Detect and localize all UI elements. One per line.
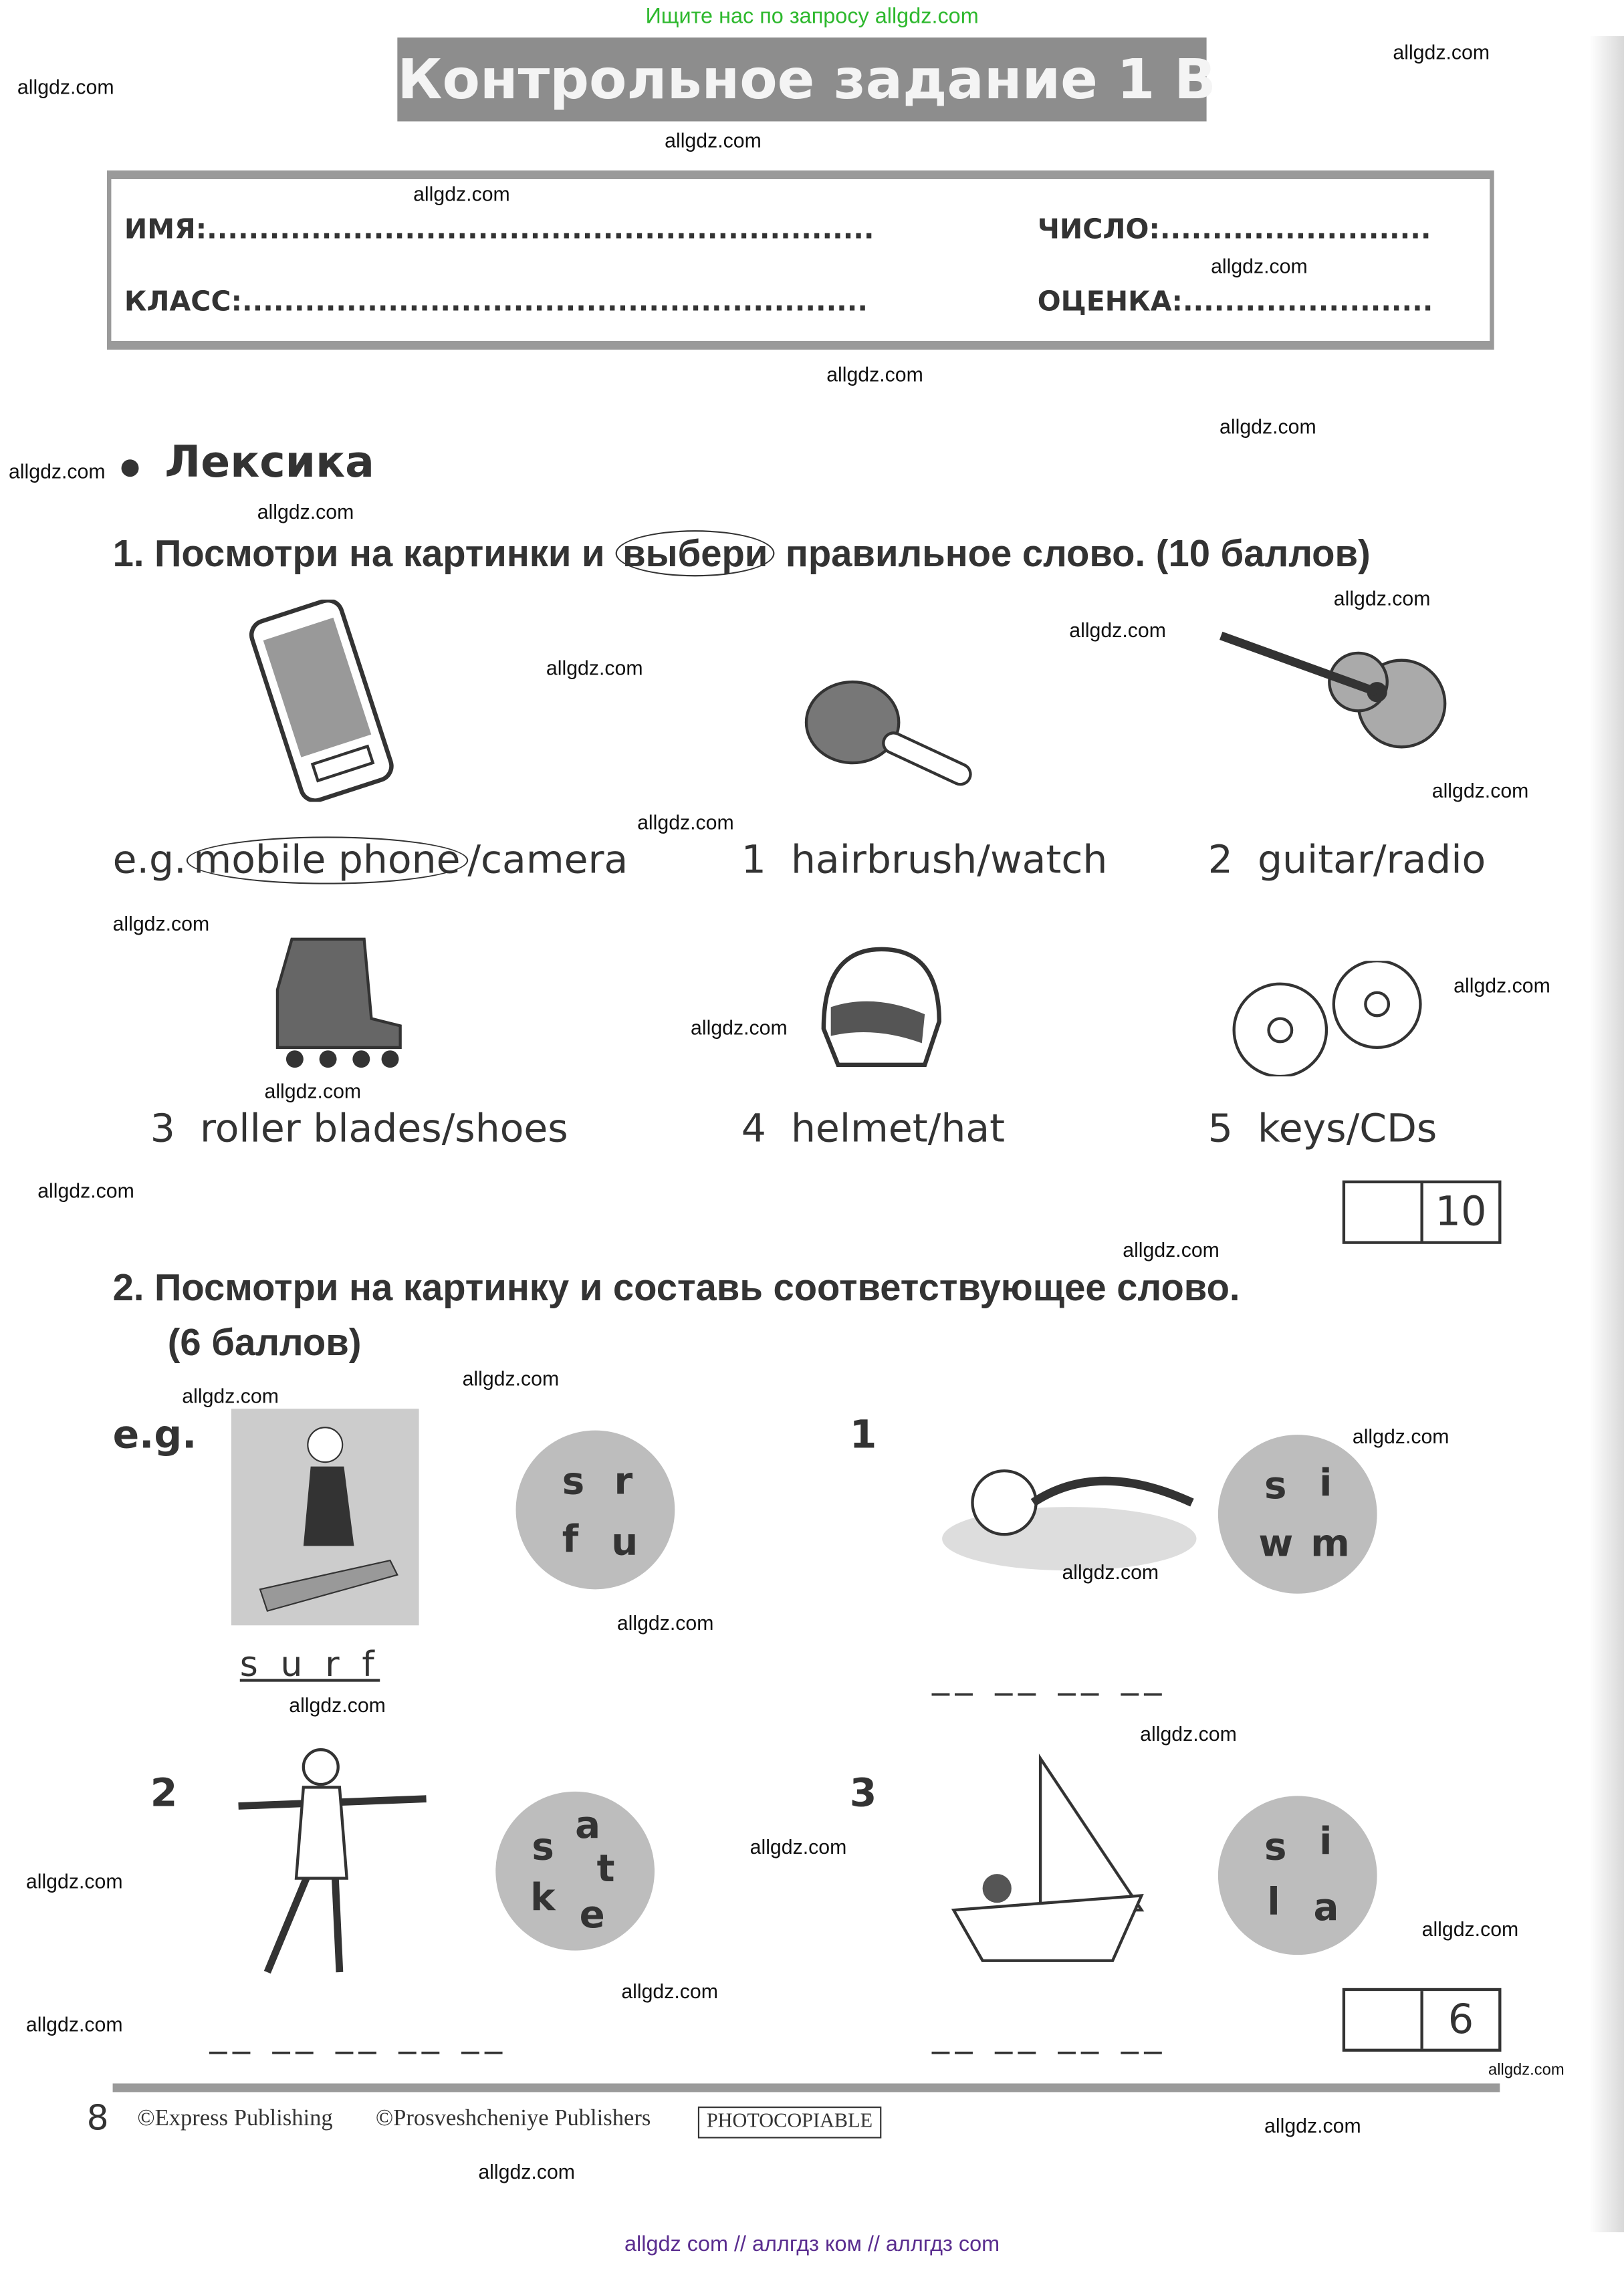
bottom-links[interactable]: allgdz com // аллгдз ком // аллгдз com xyxy=(624,2232,1000,2257)
watermark: allgdz.com xyxy=(749,1834,847,1859)
task1-item-3[interactable]: 3 roller blades/shoes xyxy=(150,1106,568,1152)
watermark: allgdz.com xyxy=(1264,2113,1361,2137)
watermark: allgdz.com xyxy=(257,499,354,523)
task1-score-box[interactable]: 10 xyxy=(1342,1180,1502,1244)
watermark: allgdz.com xyxy=(1352,1424,1449,1448)
watermark: allgdz.com xyxy=(182,1384,279,1408)
watermark: allgdz.com xyxy=(1062,1560,1159,1584)
watermark: allgdz.com xyxy=(462,1366,560,1391)
watermark: allgdz.com xyxy=(264,1079,362,1102)
answer-3-input[interactable]: __ __ __ __ xyxy=(931,2014,1168,2055)
watermark: allgdz.com xyxy=(1123,1238,1220,1262)
task2-item2-num: 2 xyxy=(150,1771,178,1816)
watermark: allgdz.com xyxy=(621,1979,718,2003)
watermark: allgdz.com xyxy=(1393,40,1490,64)
name-field[interactable]: ИМЯ:....................................… xyxy=(124,213,875,246)
footer-divider xyxy=(112,2083,1500,2092)
watermark: allgdz.com xyxy=(8,459,106,483)
task2-heading-line2: (6 баллов) xyxy=(167,1320,362,1364)
watermark: allgdz.com xyxy=(637,810,734,834)
watermark: allgdz.com xyxy=(1140,1722,1237,1746)
swimmer-picture xyxy=(942,1469,1197,1571)
bullet-icon xyxy=(121,459,139,477)
watermark: allgdz.com xyxy=(289,1693,386,1717)
task1-item-1[interactable]: 1 hairbrush/watch xyxy=(741,838,1108,883)
page-number: 8 xyxy=(86,2098,109,2139)
answer-eg: s u r f xyxy=(239,1644,380,1685)
watermark: allgdz.com xyxy=(1488,2062,1564,2079)
watermark: allgdz.com xyxy=(413,182,510,205)
watermark: allgdz.com xyxy=(1454,973,1550,997)
task1-item-4[interactable]: 4 helmet/hat xyxy=(741,1106,1005,1152)
task1-heading: 1. Посмотри на картинки и выбери правиль… xyxy=(113,530,1371,577)
watermark: allgdz.com xyxy=(1421,1917,1519,1941)
search-link[interactable]: Ищите нас по запросу allgdz.com xyxy=(645,4,979,29)
watermark: allgdz.com xyxy=(112,911,210,935)
roller-blades-icon xyxy=(275,937,402,1068)
watermark: allgdz.com xyxy=(478,2159,575,2183)
task1-item-eg[interactable]: e.g.mobile phone/camera xyxy=(113,836,628,884)
hairbrush-icon xyxy=(804,680,972,786)
watermark: allgdz.com xyxy=(17,75,114,98)
cds-icon xyxy=(1232,961,1422,1077)
watermark: allgdz.com xyxy=(1211,254,1308,277)
skater-picture xyxy=(238,1748,427,1974)
section-title: Лексика xyxy=(164,437,374,489)
task2-score-box[interactable]: 6 xyxy=(1342,1988,1502,2052)
score-input[interactable] xyxy=(1345,1183,1423,1241)
photocopiable-badge: PHOTOCOPIABLE xyxy=(697,2107,882,2139)
watermark: allgdz.com xyxy=(1333,586,1431,610)
watermark: allgdz.com xyxy=(616,1610,714,1635)
helmet-icon xyxy=(821,947,942,1068)
watermark: allgdz.com xyxy=(1431,778,1529,802)
task2-eg-label: e.g. xyxy=(112,1413,197,1458)
watermark: allgdz.com xyxy=(546,656,643,679)
guitar-icon xyxy=(1220,631,1447,749)
task2-heading-line1: 2. Посмотри на картинку и составь соотве… xyxy=(112,1266,1240,1310)
task2-item1-num: 1 xyxy=(849,1413,877,1458)
grade-field[interactable]: ОЦЕНКА:........................ xyxy=(1037,285,1433,318)
sailboat-picture xyxy=(951,1754,1145,1962)
date-field[interactable]: ЧИСЛО:.......................... xyxy=(1037,213,1431,246)
watermark: allgdz.com xyxy=(691,1015,788,1039)
publisher-express: ©Express Publishing xyxy=(137,2107,333,2131)
watermark: allgdz.com xyxy=(1220,414,1316,438)
mobile-phone-icon xyxy=(249,599,394,802)
task1-item-5[interactable]: 5 keys/CDs xyxy=(1207,1106,1437,1152)
publisher-prosveshcheniye: ©Prosveshcheniye Publishers xyxy=(375,2107,651,2131)
watermark: allgdz.com xyxy=(665,128,762,152)
watermark: allgdz.com xyxy=(25,2012,123,2036)
watermark: allgdz.com xyxy=(1069,618,1166,642)
score-input[interactable] xyxy=(1345,1991,1423,2049)
watermark: allgdz.com xyxy=(826,362,923,386)
student-info-box xyxy=(106,170,1494,350)
answer-1-input[interactable]: __ __ __ __ xyxy=(931,1655,1168,1697)
answer-2-input[interactable]: __ __ __ __ __ xyxy=(209,2014,508,2055)
watermark: allgdz.com xyxy=(25,1869,123,1893)
page-edge-shadow xyxy=(1589,36,1624,2233)
watermark: allgdz.com xyxy=(37,1179,134,1203)
task2-item3-num: 3 xyxy=(849,1771,877,1816)
task1-item-2[interactable]: 2 guitar/radio xyxy=(1207,838,1486,883)
page-title: Контрольное задание 1 B xyxy=(397,37,1216,122)
class-field[interactable]: КЛАСС:..................................… xyxy=(124,285,868,318)
surfer-picture xyxy=(231,1409,419,1626)
